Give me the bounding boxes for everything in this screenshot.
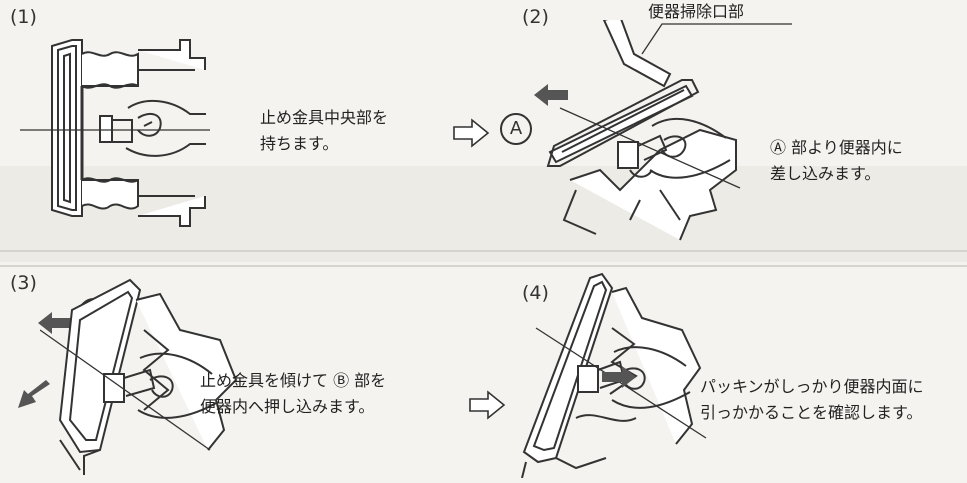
step-4-caption-line-1: パッキンがしっかり便器内面に [700, 377, 924, 396]
step-1-caption: 止め金具中央部を 持ちます。 [260, 105, 388, 157]
next-arrow-1 [453, 118, 490, 148]
step-3-figure [40, 278, 238, 475]
step-2-caption: Ⓐ 部より便器内に 差し込みます。 [770, 135, 903, 187]
toilet-cleaning-port-label: 便器掃除口部 [648, 2, 745, 21]
step-3-number: (3) [10, 272, 37, 294]
step-2-number: (2) [522, 6, 549, 28]
tilt-arrow-bottom [18, 380, 50, 408]
tilt-arrow-top [38, 312, 72, 334]
marker-a: A [500, 113, 532, 145]
step-2-caption-line-1: Ⓐ 部より便器内に [770, 138, 903, 157]
bleed-through-line [0, 250, 967, 252]
step-3-caption: 止め金具を傾けて Ⓑ 部を 便器内へ押し込みます。 [200, 368, 386, 420]
step-1-number: (1) [10, 6, 37, 28]
bleed-through-line [0, 265, 967, 267]
step-1-caption-line-2: 持ちます。 [260, 134, 339, 153]
step-2-figure [546, 20, 741, 241]
step-4-number: (4) [522, 282, 549, 304]
insert-direction-arrow [534, 84, 568, 106]
step-4-caption: パッキンがしっかり便器内面に 引っかかることを確認します。 [700, 374, 924, 426]
next-arrow-2 [469, 390, 506, 420]
step-4-figure [521, 272, 707, 478]
step-1-caption-line-1: 止め金具中央部を [260, 108, 389, 127]
step-2-caption-line-2: 差し込みます。 [770, 164, 881, 183]
callout-leader [641, 23, 792, 55]
step-1-figure [20, 39, 210, 227]
step-4-caption-line-2: 引っかかることを確認します。 [700, 403, 923, 422]
step-3-caption-line-2: 便器内へ押し込みます。 [200, 397, 375, 416]
step-3-caption-line-1: 止め金具を傾けて Ⓑ 部を [200, 371, 387, 390]
check-arrow [602, 366, 636, 388]
